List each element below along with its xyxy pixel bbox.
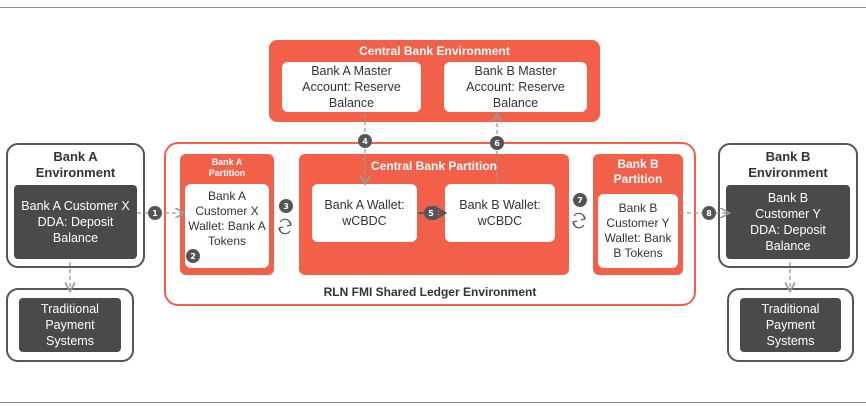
- step-badge-3: 3: [279, 199, 293, 213]
- central-bank-environment: Central Bank Environment Bank A Master A…: [269, 40, 600, 122]
- step-badge-5: 5: [424, 206, 438, 220]
- bank-b-partition: Bank B Partition Bank B Customer Y Walle…: [593, 154, 683, 275]
- bank-b-environment-title: Bank B Environment: [748, 149, 828, 180]
- bank-a-customer-x-dda-card: Bank A Customer X DDA: Deposit Balance: [14, 185, 137, 259]
- bank-a-environment-title: Bank A Environment: [35, 149, 116, 180]
- bank-b-wallet-card: Bank B Wallet: wCBDC: [445, 184, 555, 242]
- bank-b-customer-y-wallet-card: Bank B Customer Y Wallet: Bank B Tokens: [598, 194, 678, 268]
- step-badge-8: 8: [702, 206, 716, 220]
- bank-a-traditional-payment-systems: Traditional Payment Systems: [19, 298, 121, 352]
- central-bank-environment-title: Central Bank Environment: [359, 44, 510, 58]
- bank-b-partition-title: Bank B Partition: [613, 157, 663, 186]
- step-badge-1: 1: [148, 206, 162, 220]
- bank-a-environment: Bank A Environment Bank A Customer X DDA…: [6, 143, 145, 268]
- exchange-cycle-icon-b: [572, 212, 586, 229]
- bank-b-customer-y-dda-card: Bank B Customer Y DDA: Deposit Balance: [726, 185, 850, 259]
- bank-a-master-account-card: Bank A Master Account: Reserve Balance: [282, 62, 421, 112]
- step-badge-6: 6: [490, 136, 504, 150]
- bank-a-traditional-systems-box: Traditional Payment Systems: [6, 288, 134, 362]
- step-badge-4: 4: [358, 134, 372, 148]
- step-badge-7: 7: [573, 193, 587, 207]
- top-rule: [0, 7, 866, 8]
- shared-ledger-label: RLN FMI Shared Ledger Environment: [323, 285, 537, 299]
- step-badge-2: 2: [186, 249, 200, 263]
- bank-b-environment: Bank B Environment Bank B Customer Y DDA…: [718, 143, 858, 268]
- bank-a-partition-title: Bank A Partition: [208, 157, 246, 178]
- bank-b-master-account-card: Bank B Master Account: Reserve Balance: [444, 62, 587, 112]
- bank-b-traditional-payment-systems: Traditional Payment Systems: [740, 298, 841, 352]
- bottom-rule: [0, 402, 866, 403]
- bank-a-partition: Bank A Partition Bank A Customer X Walle…: [180, 154, 274, 275]
- bank-a-wallet-card: Bank A Wallet: wCBDC: [312, 184, 417, 242]
- bank-a-customer-x-wallet-card: Bank A Customer X Wallet: Bank A Tokens: [185, 184, 269, 268]
- exchange-cycle-icon-a: [278, 218, 292, 235]
- central-bank-partition-title: Central Bank Partition: [370, 159, 498, 173]
